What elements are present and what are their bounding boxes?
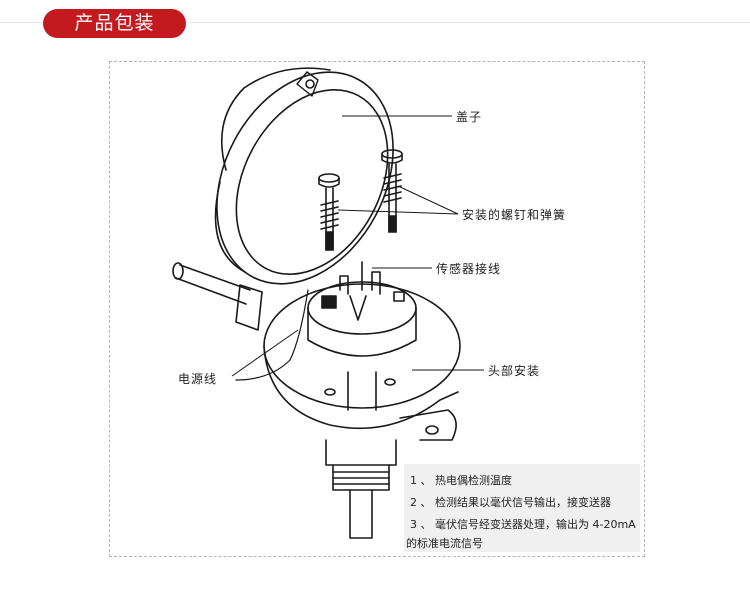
- housing-head: [263, 283, 461, 441]
- note-line-1: 1 、 热电偶检测温度: [410, 474, 512, 487]
- note-line-3: 3 、 毫伏信号经变送器处理，输出为 4-20mA: [410, 518, 636, 531]
- callout-head-mount: 头部安装: [488, 364, 541, 378]
- leader-power: [231, 329, 299, 377]
- diagram-frame: [109, 61, 645, 557]
- power-cable-wire: [235, 289, 309, 381]
- leader-screws: [337, 185, 459, 215]
- stem-sheath: [325, 439, 397, 539]
- callout-screws: 安装的螺钉和弹簧: [462, 208, 567, 222]
- callout-sensor-wiring: 传感器接线: [436, 262, 502, 276]
- screw-right: [381, 149, 403, 233]
- leader-lines: [231, 115, 484, 377]
- section-title-badge: 产品包装: [43, 9, 186, 38]
- callout-power-cable: 电源线: [178, 372, 218, 386]
- terminal-block: [307, 261, 417, 357]
- header-divider: [0, 22, 750, 23]
- notes-panel: 1 、 热电偶检测温度 2 、 检测结果以毫伏信号输出，接变送器 3 、 毫伏信…: [404, 464, 640, 552]
- cover-lid: [214, 67, 394, 285]
- note-line-2: 2 、 检测结果以毫伏信号输出，接变送器: [410, 496, 611, 509]
- screw-left: [318, 173, 340, 251]
- note-line-4: 的标准电流信号: [406, 537, 483, 550]
- conduit-pipe: [172, 262, 263, 331]
- callout-cover: 盖子: [456, 110, 483, 124]
